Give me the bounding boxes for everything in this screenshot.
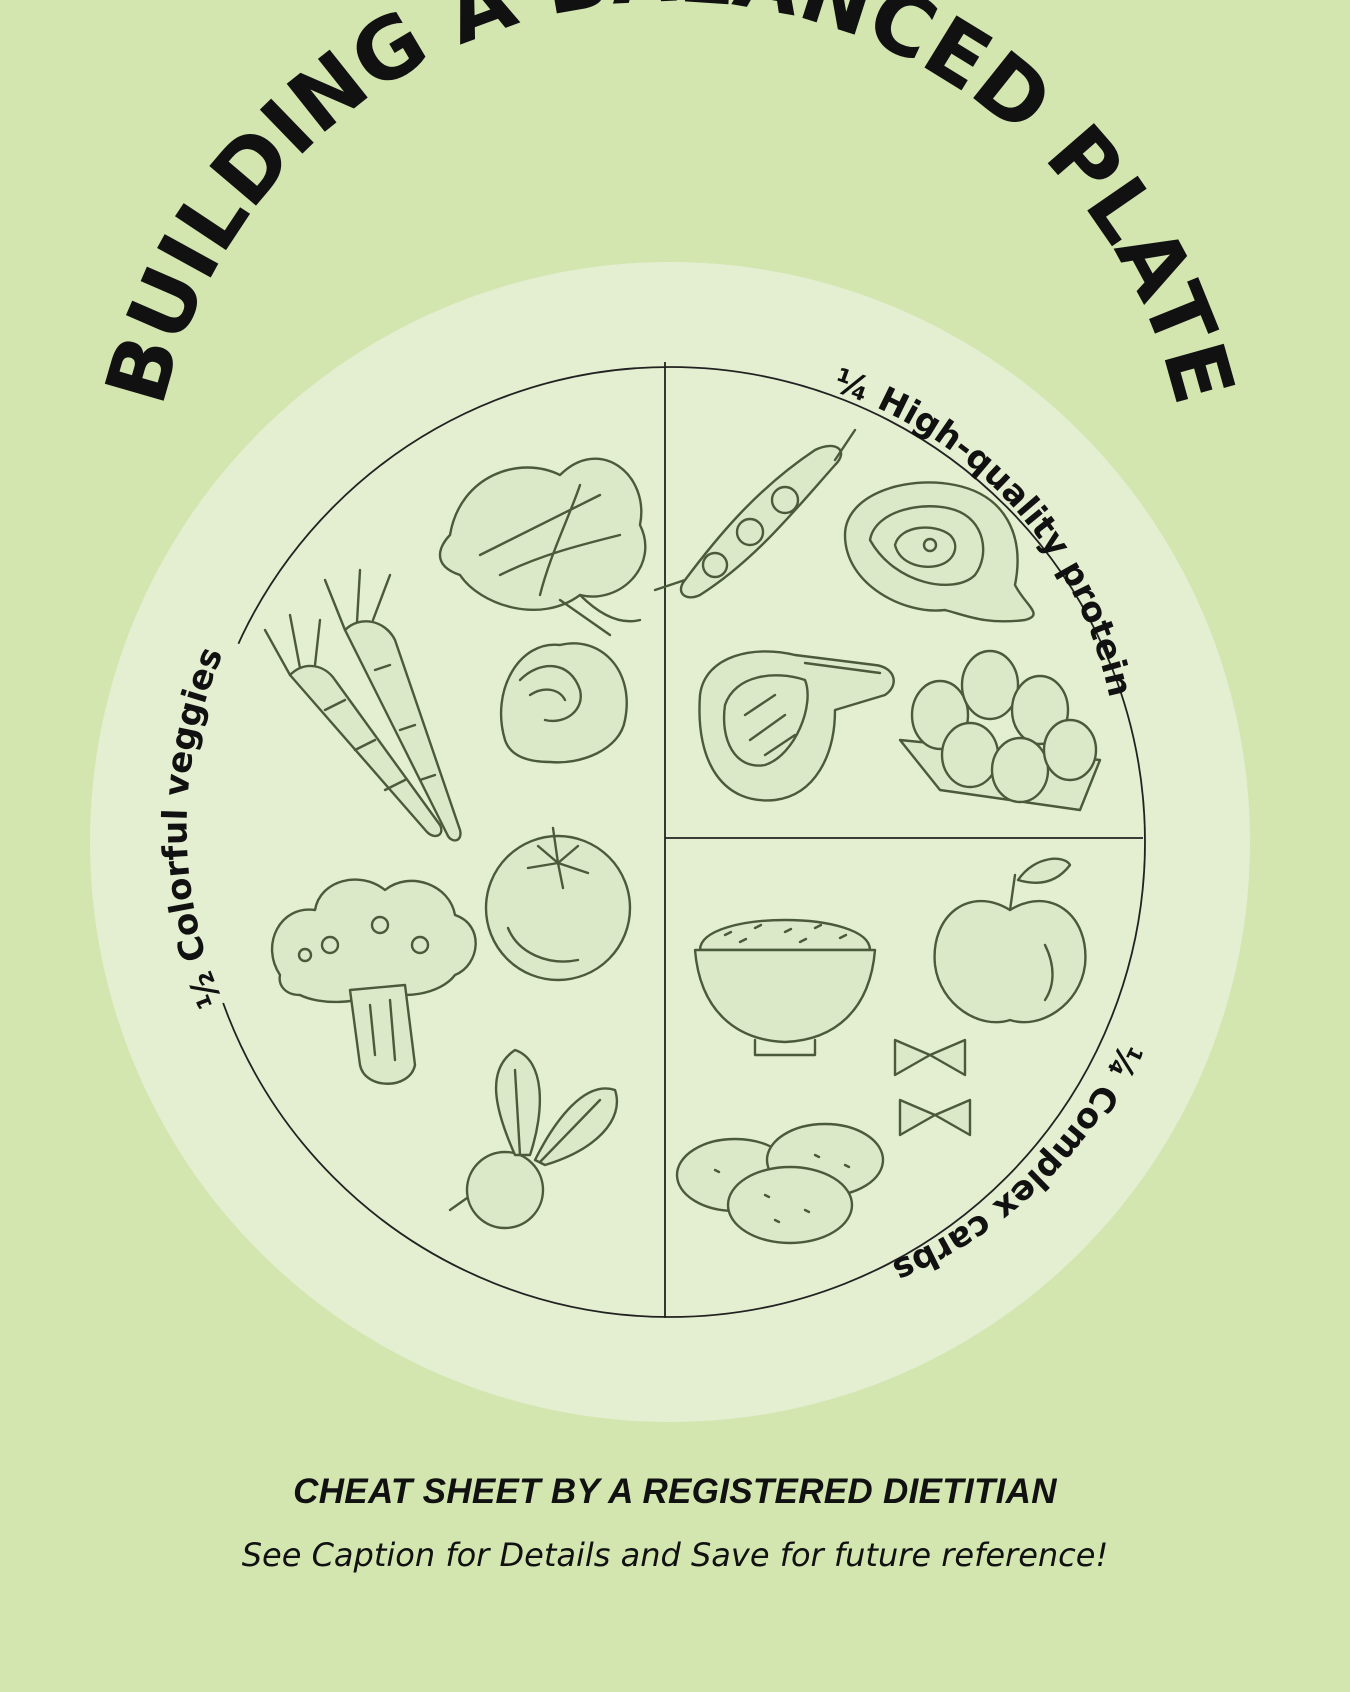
footer-heading: CHEAT SHEET BY A REGISTERED DIETITIAN bbox=[293, 1472, 1057, 1511]
apple-icon bbox=[933, 857, 1087, 1024]
potato-icon bbox=[675, 1122, 885, 1245]
salmon-steak-icon bbox=[843, 481, 1035, 623]
pasta-bow-icon bbox=[893, 1038, 972, 1137]
bean-pod-icon bbox=[653, 428, 857, 599]
veggie-label-gap bbox=[170, 631, 250, 1009]
rice-bowl-icon bbox=[693, 918, 877, 1057]
footer-note: See Caption for Details and Save for fut… bbox=[241, 1536, 1109, 1574]
broccoli-icon bbox=[270, 878, 477, 1085]
beet-icon bbox=[448, 1048, 618, 1230]
plate-circle bbox=[90, 262, 1250, 1422]
peach-icon bbox=[499, 642, 628, 764]
lettuce-icon bbox=[438, 457, 647, 637]
carrot-icon bbox=[263, 568, 462, 842]
egg-carton-icon bbox=[898, 649, 1102, 812]
steak-icon bbox=[698, 650, 895, 802]
tomato-icon bbox=[484, 826, 632, 982]
